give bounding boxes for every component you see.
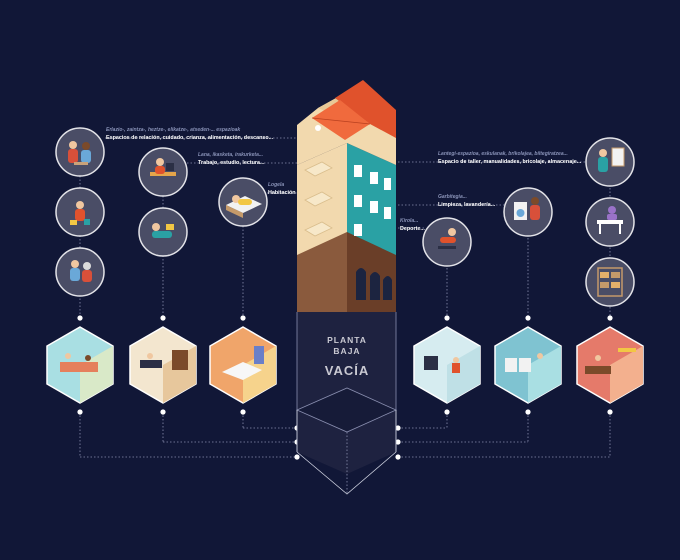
person-in-bed-icon <box>218 177 268 227</box>
label-taller-es: Espacio de taller, manualidades, bricola… <box>438 159 582 165</box>
hex-bedroom <box>209 326 277 404</box>
family-group-icon <box>55 127 105 177</box>
label-relacion-eu: Erlazio-, zaintza-, heztze-, elikatze-, … <box>106 127 240 133</box>
label-garbitegia-es: Limpieza, lavandería... <box>438 202 496 208</box>
hex-living-room <box>46 326 114 404</box>
label-trabajo-eu: Lana, ikasketa, irakurketa... <box>198 152 263 158</box>
hex-workshop <box>576 326 644 404</box>
label-kirola-eu: Kirola... <box>400 218 418 224</box>
label-logela-eu: Logela <box>268 182 284 188</box>
exercise-icon <box>422 217 472 267</box>
room-hexagons <box>46 326 644 404</box>
center-title-line1: PLANTA <box>327 335 367 345</box>
connector-lines <box>79 137 611 458</box>
building-roof <box>335 80 396 138</box>
storage-shelves-icon <box>585 257 635 307</box>
label-kirola-es: Deporte... <box>400 226 425 232</box>
use-circles <box>55 127 635 307</box>
building-illustration: PLANTA BAJA VACÍA <box>296 80 397 495</box>
label-logela-es: Habitación <box>268 190 296 196</box>
hex-laundry <box>494 326 562 404</box>
painter-icon <box>585 137 635 187</box>
craft-table-icon <box>585 197 635 247</box>
child-playing-icon <box>55 187 105 237</box>
hex-study-room <box>129 326 197 404</box>
label-garbitegia-eu: Garbitegia... <box>438 194 467 200</box>
empty-ground-floor-box <box>296 312 397 495</box>
building-windows <box>354 165 391 236</box>
person-working-icon <box>138 147 188 197</box>
washing-machine-icon <box>503 187 553 237</box>
connector-dots <box>77 315 613 460</box>
label-taller-eu: Lantegi-espazioa, eskulanak, brikolajea,… <box>438 151 568 157</box>
elder-care-icon <box>55 247 105 297</box>
label-relacion-es: Espacios de relación, cuidado, crianza, … <box>106 135 274 141</box>
person-reading-icon <box>138 207 188 257</box>
center-title-line2: BAJA <box>333 346 360 356</box>
hex-gym <box>413 326 481 404</box>
center-title-line3: VACÍA <box>325 363 369 378</box>
labels: Erlazio-, zaintza-, heztze-, elikatze-, … <box>106 127 582 232</box>
label-trabajo-es: Trabajo, estudio, lectura... <box>198 160 265 166</box>
